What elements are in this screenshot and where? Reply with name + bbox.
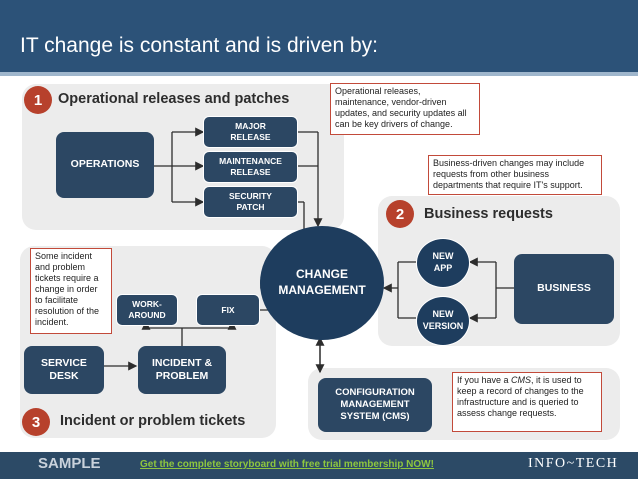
section-3-badge: 3 xyxy=(22,408,50,436)
cms-box: CONFIGURATION MANAGEMENT SYSTEM (CMS) xyxy=(318,378,432,432)
work-around-box: WORK- AROUND xyxy=(116,294,178,326)
service-desk-box: SERVICE DESK xyxy=(24,346,104,394)
section-1-badge: 1 xyxy=(24,86,52,114)
section-3-title: Incident or problem tickets xyxy=(60,413,246,429)
sample-label: SAMPLE xyxy=(38,455,101,472)
header-divider xyxy=(0,72,638,76)
page-title: IT change is constant and is driven by: xyxy=(20,34,378,57)
maintenance-release-box: MAINTENANCE RELEASE xyxy=(203,151,298,183)
section-1-title: Operational releases and patches xyxy=(58,91,290,107)
incident-problem-box: INCIDENT & PROBLEM xyxy=(138,346,226,394)
note-cms: If you have a CMS, it is used to keep a … xyxy=(452,372,602,432)
info-tech-logo: INFO~TECH xyxy=(528,456,619,471)
business-box: BUSINESS xyxy=(514,254,614,324)
new-version-circle: NEW VERSION xyxy=(416,296,470,346)
note-operational: Operational releases, maintenance, vendo… xyxy=(330,83,480,135)
note-cms-prefix: If you have a xyxy=(457,375,512,385)
fix-box: FIX xyxy=(196,294,260,326)
footer-bar xyxy=(0,452,638,479)
note-cms-em: CMS xyxy=(511,375,532,385)
note-incident: Some incident and problem tickets requir… xyxy=(30,248,112,334)
header-bar: IT change is constant and is driven by: xyxy=(0,0,638,72)
section-2-badge: 2 xyxy=(386,200,414,228)
note-business: Business-driven changes may include requ… xyxy=(428,155,602,195)
promo-link[interactable]: Get the complete storyboard with free tr… xyxy=(140,459,434,470)
operations-box: OPERATIONS xyxy=(56,132,154,198)
section-2-title: Business requests xyxy=(424,206,553,222)
new-app-circle: NEW APP xyxy=(416,238,470,288)
change-management-circle: CHANGE MANAGEMENT xyxy=(260,226,384,340)
major-release-box: MAJOR RELEASE xyxy=(203,116,298,148)
note-cms-suffix: , it is used to keep a record of changes… xyxy=(457,375,584,418)
security-patch-box: SECURITY PATCH xyxy=(203,186,298,218)
